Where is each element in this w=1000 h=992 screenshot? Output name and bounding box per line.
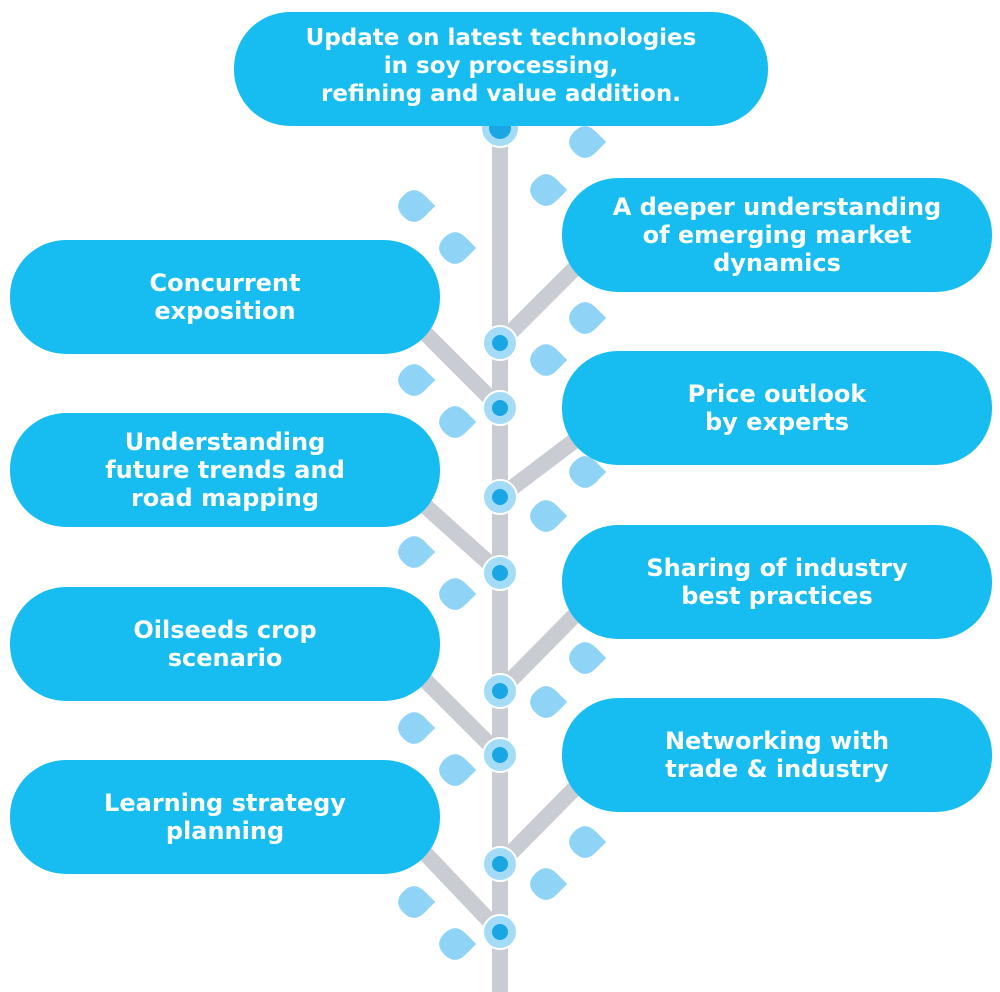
node-8 bbox=[482, 914, 518, 950]
branch-line-left-4 bbox=[414, 842, 508, 940]
node-8-core bbox=[492, 924, 508, 940]
node-3-core bbox=[492, 489, 508, 505]
leaf-icon-right-lower-3 bbox=[530, 500, 568, 532]
node-3 bbox=[482, 479, 518, 515]
node-4-core bbox=[492, 565, 508, 581]
right-item-market-dynamics: A deeper understanding of emerging marke… bbox=[562, 178, 992, 292]
leaf-icon-left-upper-1 bbox=[398, 190, 436, 222]
right-item-networking: Networking with trade & industry bbox=[562, 698, 992, 812]
leaf-icon-right-upper-5 bbox=[569, 826, 607, 858]
node-1 bbox=[482, 325, 518, 361]
left-item-oilseeds-crop: Oilseeds crop scenario bbox=[10, 587, 440, 701]
branch-line-left-1 bbox=[414, 322, 508, 416]
leaf-icon-right-upper-4 bbox=[569, 642, 607, 674]
leaf-icon-right-upper-1 bbox=[569, 126, 607, 158]
left-item-concurrent-exposition: Concurrent exposition bbox=[10, 240, 440, 354]
leaf-icon-left-lower-3 bbox=[439, 578, 477, 610]
leaf-icon-left-lower-4 bbox=[439, 754, 477, 786]
branch-line-right-3 bbox=[492, 604, 586, 699]
leaf-icon-left-lower-1 bbox=[439, 232, 477, 264]
node-2-core bbox=[492, 400, 508, 416]
leaf-icon-left-lower-2 bbox=[439, 406, 477, 438]
node-7 bbox=[482, 846, 518, 882]
leaf-icon-left-upper-2 bbox=[398, 364, 436, 396]
node-2 bbox=[482, 390, 518, 426]
left-item-strategy-planning: Learning strategy planning bbox=[10, 760, 440, 874]
node-4 bbox=[482, 555, 518, 591]
node-5-core bbox=[492, 683, 508, 699]
node-6 bbox=[482, 737, 518, 773]
node-1-core bbox=[492, 335, 508, 351]
leaf-icon-right-upper-2 bbox=[569, 302, 607, 334]
leaf-icon-left-upper-3 bbox=[398, 536, 436, 568]
node-5 bbox=[482, 673, 518, 709]
node-7-core bbox=[492, 856, 508, 872]
leaf-icon-right-lower-4 bbox=[530, 686, 568, 718]
branch-line-left-3 bbox=[414, 669, 508, 763]
leaf-icon-right-upper-3 bbox=[569, 456, 607, 488]
right-item-best-practices: Sharing of industry best practices bbox=[562, 525, 992, 639]
leaf-icon-left-lower-5 bbox=[439, 928, 477, 960]
left-item-future-trends: Understanding future trends and road map… bbox=[10, 413, 440, 527]
branch-line-right-4 bbox=[492, 777, 586, 872]
leaf-icon-right-lower-5 bbox=[530, 868, 568, 900]
leaf-icon-left-upper-4 bbox=[398, 712, 436, 744]
branch-line-right-1 bbox=[492, 257, 586, 351]
top-goal-pill: Update on latest technologies in soy pro… bbox=[234, 12, 768, 126]
leaf-icon-left-upper-5 bbox=[398, 886, 436, 918]
leaf-icon-right-lower-1 bbox=[530, 174, 568, 206]
leaf-icon-right-lower-2 bbox=[530, 344, 568, 376]
node-6-core bbox=[492, 747, 508, 763]
right-item-price-outlook: Price outlook by experts bbox=[562, 351, 992, 465]
